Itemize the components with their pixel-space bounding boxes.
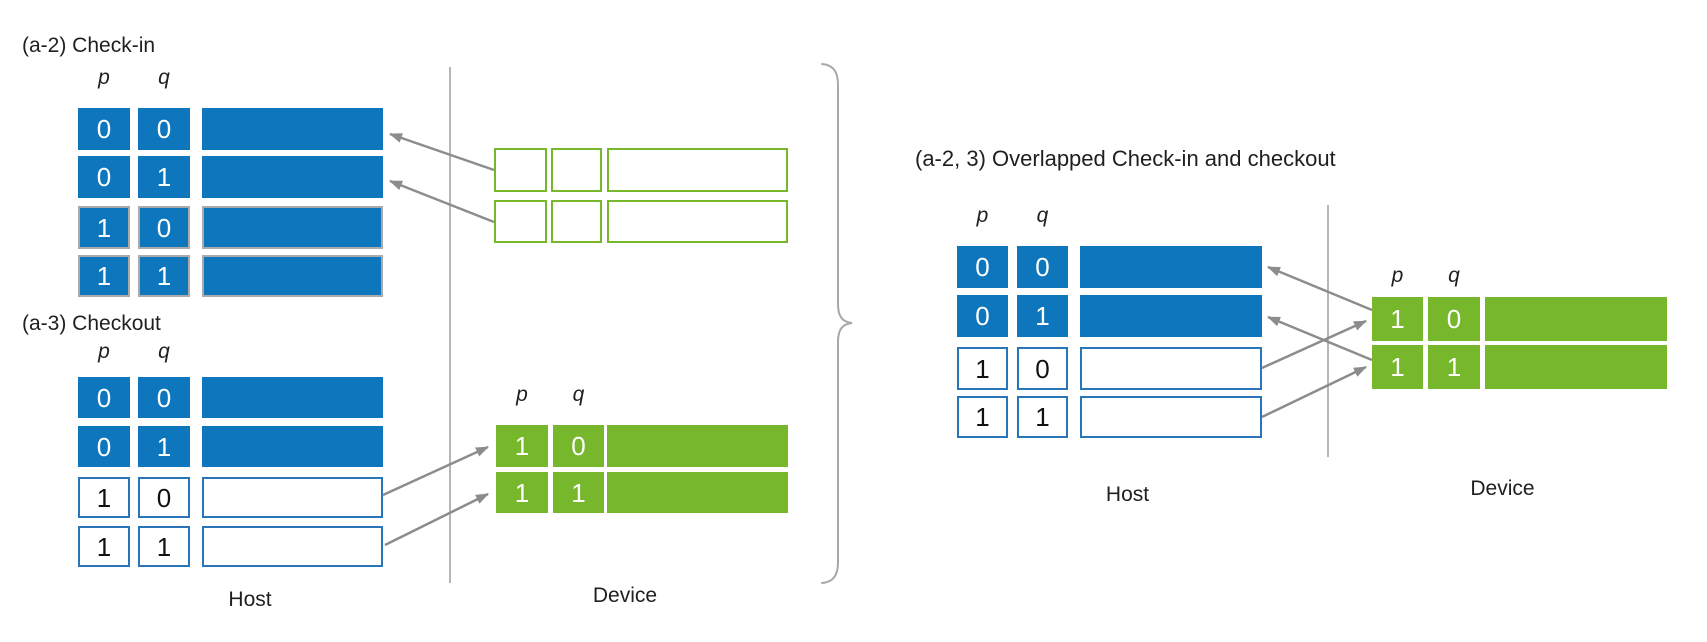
right-device-r2-q: 1 — [1428, 345, 1480, 389]
right-device-r1-data-bar — [1485, 297, 1667, 341]
right-host-r4-p: 1 — [957, 396, 1008, 438]
checkin-col-p: p — [98, 66, 110, 89]
checkout-r4-q: 1 — [138, 526, 190, 567]
checkin-r3-data-bar — [202, 206, 383, 249]
device-r1-q: 0 — [553, 425, 604, 467]
checkout-r3-q: 0 — [138, 477, 190, 518]
right-device-col-q: q — [1448, 264, 1460, 287]
overlap-checkin-arrow-2 — [1267, 315, 1373, 362]
checkout-col-p: p — [98, 340, 110, 363]
right-device-label: Device — [1470, 477, 1535, 500]
right-host-r3-q: 0 — [1017, 347, 1068, 390]
checkout-arrow-1 — [382, 445, 489, 497]
checkin-r1-data-bar — [202, 108, 383, 150]
right-host-col-q: q — [1036, 204, 1049, 227]
checkout-col-q: q — [158, 340, 170, 363]
right-device-r1-q: 0 — [1428, 297, 1480, 341]
device-r2-q: 1 — [553, 472, 604, 513]
checkout-r4-data-bar — [202, 526, 383, 567]
checkout-r2-p: 0 — [78, 426, 130, 467]
right-host-r3-p: 1 — [957, 347, 1008, 390]
checkin-r2-data-bar — [202, 156, 383, 198]
right-device-r2-data-bar — [1485, 345, 1667, 389]
right-host-col-p: p — [976, 204, 989, 227]
checkout-r2-data-bar — [202, 426, 383, 467]
checkin-r2-p: 0 — [78, 156, 130, 198]
right-host-label: Host — [1105, 483, 1150, 506]
right-host-r3-data-bar — [1080, 347, 1262, 390]
overlap-checkout-arrow-2 — [1261, 365, 1367, 419]
left-device-label: Device — [592, 584, 658, 607]
right-host-r4-q: 1 — [1017, 396, 1068, 438]
device-col-q: q — [572, 383, 585, 406]
device-col-p: p — [516, 383, 528, 406]
device-r2-p: 1 — [496, 472, 548, 513]
right-host-r1-q: 0 — [1017, 246, 1068, 288]
checkin-r3-p: 1 — [78, 206, 130, 249]
checkin-arrow-1 — [389, 132, 495, 172]
checkin-r4-p: 1 — [78, 255, 130, 297]
checkout-r3-data-bar — [202, 477, 383, 518]
device-empty-r2-data-bar — [607, 200, 788, 243]
right-host-r1-p: 0 — [957, 246, 1008, 288]
device-r1-p: 1 — [496, 425, 548, 467]
overlap-checkout-arrow-1 — [1261, 319, 1367, 370]
right-device-col-p: p — [1391, 264, 1404, 287]
device-empty-r1-data-bar — [607, 148, 788, 192]
checkin-r4-data-bar — [202, 255, 383, 297]
checkin-r1-p: 0 — [78, 108, 130, 150]
device-empty-r2-q — [551, 200, 602, 243]
right-host-r4-data-bar — [1080, 396, 1262, 438]
checkin-r2-q: 1 — [138, 156, 190, 198]
right-device-r2-p: 1 — [1372, 345, 1423, 389]
checkout-r2-q: 1 — [138, 426, 190, 467]
checkout-r3-p: 1 — [78, 477, 130, 518]
device-r2-data-bar — [607, 472, 788, 513]
checkin-r1-q: 0 — [138, 108, 190, 150]
checkin-title: (a-2) Check-in — [22, 34, 156, 57]
checkin-arrow-2 — [389, 179, 495, 224]
checkout-arrow-2 — [384, 492, 489, 547]
right-host-r2-q: 1 — [1017, 295, 1068, 337]
right-host-r1-data-bar — [1080, 246, 1262, 288]
checkin-col-q: q — [158, 66, 170, 89]
overlapped-title: (a-2, 3) Overlapped Check-in and checkou… — [915, 146, 1336, 171]
device-empty-r1-q — [551, 148, 602, 192]
checkout-r1-q: 0 — [138, 377, 190, 418]
checkout-r1-p: 0 — [78, 377, 130, 418]
device-r1-data-bar — [607, 425, 788, 467]
device-empty-r1-p — [494, 148, 547, 192]
right-device-r1-p: 1 — [1372, 297, 1423, 341]
checkin-r3-q: 0 — [138, 206, 190, 249]
overlap-checkin-arrow-1 — [1267, 265, 1373, 312]
checkout-r1-data-bar — [202, 377, 383, 418]
device-empty-r2-p — [494, 200, 547, 243]
checkin-r4-q: 1 — [138, 255, 190, 297]
right-host-r2-data-bar — [1080, 295, 1262, 337]
right-host-r2-p: 0 — [957, 295, 1008, 337]
checkout-r4-p: 1 — [78, 526, 130, 567]
grouping-brace — [821, 63, 853, 584]
checkout-title: (a-3) Checkout — [22, 312, 161, 335]
left-host-label: Host — [228, 588, 272, 611]
